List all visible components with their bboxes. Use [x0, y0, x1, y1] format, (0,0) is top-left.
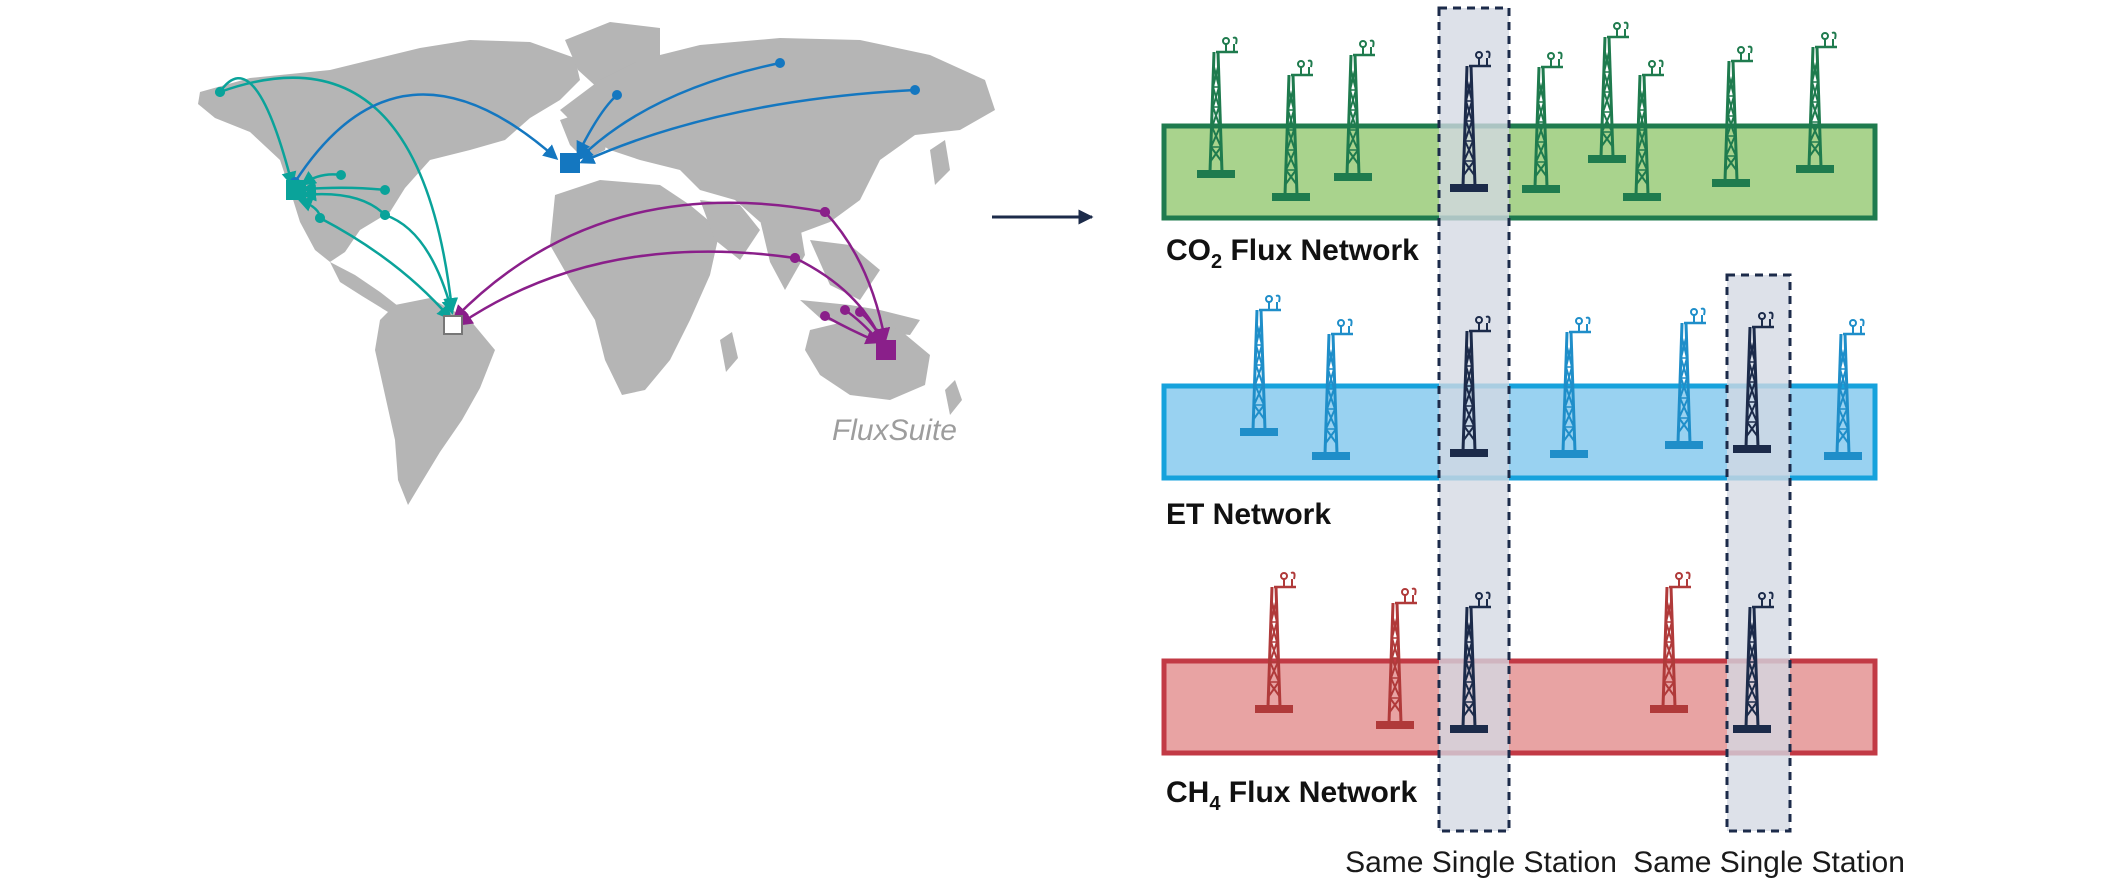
remote-station-dot-16 — [820, 311, 830, 321]
link-teal-6 — [384, 213, 457, 315]
remote-station-dot-9 — [612, 90, 622, 100]
co2-network-band — [1161, 123, 1878, 221]
link-purple-14 — [452, 201, 826, 321]
remote-station-dot-17 — [840, 305, 850, 315]
hub-australia — [876, 340, 896, 360]
link-purple-15 — [457, 250, 796, 326]
link-purple-12 — [824, 211, 891, 343]
remote-station-dot-15 — [790, 253, 800, 263]
link-blue-10 — [577, 61, 781, 161]
link-teal-1 — [219, 76, 459, 313]
fluxsuite-brand-label: FluxSuite — [832, 414, 957, 447]
land-madagascar — [720, 332, 738, 372]
land-europe-peninsula — [560, 110, 610, 160]
ch4-network-label: CH4 Flux Network — [1166, 776, 1417, 815]
remote-station-dot-11 — [910, 85, 920, 95]
remote-station-dot-6 — [380, 210, 390, 220]
link-blue-11 — [579, 88, 916, 164]
link-blue-8 — [293, 93, 559, 183]
world-landmass — [198, 22, 995, 505]
world-map: FluxSuite — [198, 22, 995, 505]
link-teal-4 — [301, 186, 386, 216]
same-single-station-label-2: Same Single Station — [1633, 846, 1905, 879]
remote-station-dot-3 — [380, 185, 390, 195]
remote-station-dot-18 — [855, 307, 865, 317]
hub-europe — [560, 153, 580, 173]
land-north-america — [198, 40, 580, 262]
land-australia — [805, 318, 930, 400]
land-india — [760, 220, 805, 290]
link-teal-7 — [319, 216, 452, 321]
land-africa — [550, 180, 720, 395]
shared-station-column-2 — [1725, 273, 1792, 833]
remote-station-dot-10 — [775, 58, 785, 68]
same-single-station-label-1: Same Single Station — [1345, 846, 1617, 879]
hub-north-america — [286, 180, 306, 200]
network-hubs — [286, 153, 896, 360]
land-new-zealand — [945, 380, 962, 415]
link-teal-0 — [218, 77, 297, 187]
et-network-label: ET Network — [1166, 498, 1331, 531]
hub-south-america — [443, 315, 463, 335]
data-transfer-links — [215, 58, 920, 345]
land-eurasia — [560, 38, 995, 235]
land-central-america — [330, 262, 398, 312]
co2-network-label: CO2 Flux Network — [1166, 234, 1419, 273]
remote-station-dot-2 — [336, 170, 346, 180]
remote-station-dot-14 — [820, 207, 830, 217]
remote-station-dot-7 — [315, 213, 325, 223]
land-japan — [930, 140, 950, 185]
land-south-america — [375, 298, 495, 505]
remote-station-dot-1 — [215, 87, 225, 97]
land-indonesia — [800, 300, 920, 335]
land-arabia — [700, 200, 760, 260]
land-se-asia — [810, 240, 880, 300]
